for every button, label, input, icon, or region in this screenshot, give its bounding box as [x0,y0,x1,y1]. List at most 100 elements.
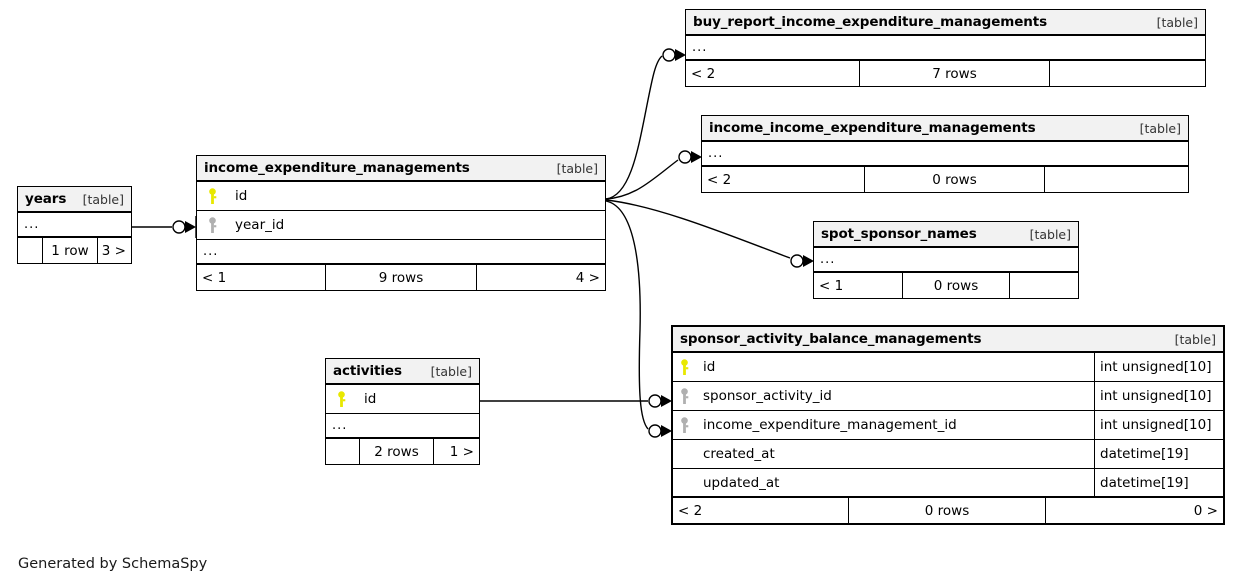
collapsed-columns-ellipsis: ... [814,248,1078,273]
column-name-cell: year_id [227,211,605,239]
edge-iem-to-buy-report [605,44,687,200]
primary-key-icon [197,182,227,210]
table-tag: [table] [1139,120,1181,136]
footer-incoming-relations[interactable]: < 2 [691,65,716,82]
foreign-key-icon [673,411,695,439]
table-title: income_expenditure_managements [204,160,470,176]
edge-iem-to-income-income [605,146,703,200]
table-footer-income-expenditure-managements: < 1 9 rows 4 > [197,265,605,290]
column-name-cell: id [356,385,479,413]
column-name: year_id [235,217,285,233]
table-row[interactable]: updated_at datetime[19] [673,469,1223,498]
table-header-spot-sponsor-names: spot_sponsor_names [table] [814,222,1078,248]
table-node-spot-sponsor-names[interactable]: spot_sponsor_names [table] ... < 1 0 row… [813,221,1079,299]
column-type: int unsigned[10] [1094,411,1223,439]
column-name: income_expenditure_management_id [703,417,957,433]
table-header-income-income-expenditure-managements: income_income_expenditure_managements [t… [702,116,1188,142]
table-title: income_income_expenditure_managements [709,120,1036,136]
table-footer-income-income: < 2 0 rows [702,167,1188,192]
collapsed-columns-ellipsis: ... [702,142,1188,167]
footer-row-count: 0 rows [848,498,1046,523]
table-footer-sponsor-activity-balance-managements: < 2 0 rows 0 > [673,498,1223,523]
footer-row-count: 0 rows [902,273,1010,298]
footer-outgoing-relations[interactable]: 1 > [449,443,474,460]
column-name-cell: updated_at [695,469,1094,496]
collapsed-columns-ellipsis: ... [686,36,1205,61]
footer-outgoing-relations[interactable] [1010,273,1078,298]
footer-incoming-relations[interactable] [18,238,42,263]
table-title: sponsor_activity_balance_managements [680,331,982,347]
edge-years-to-income-expenditure-managements [132,216,197,238]
no-key-spacer [673,440,695,468]
column-type: datetime[19] [1094,440,1223,468]
foreign-key-icon [197,211,227,239]
footer-incoming-relations[interactable]: < 1 [819,277,844,294]
column-name-cell: sponsor_activity_id [695,382,1094,410]
table-title: years [25,191,67,207]
footer-incoming-relations[interactable]: < 1 [202,269,227,286]
footer-outgoing-relations[interactable]: 0 > [1193,502,1218,519]
table-header-income-expenditure-managements: income_expenditure_managements [table] [197,156,605,182]
column-type: int unsigned[10] [1094,353,1223,381]
table-title: buy_report_income_expenditure_management… [693,14,1048,30]
foreign-key-icon [673,382,695,410]
table-node-income-expenditure-managements[interactable]: income_expenditure_managements [table] i… [196,155,606,291]
table-row[interactable]: id [326,385,479,414]
collapsed-columns-ellipsis: ... [326,414,479,439]
column-name-cell: id [227,182,605,210]
table-node-sponsor-activity-balance-managements[interactable]: sponsor_activity_balance_managements [ta… [671,325,1225,525]
column-name: sponsor_activity_id [703,388,832,404]
table-row[interactable]: id [197,182,605,211]
table-title: activities [333,363,402,379]
table-header-buy-report-income-expenditure-managements: buy_report_income_expenditure_management… [686,10,1205,36]
footer-row-count: 7 rows [859,61,1050,86]
table-footer-buy-report: < 2 7 rows [686,61,1205,86]
table-node-activities[interactable]: activities [table] id ... 2 rows 1 > [325,358,480,465]
footer-incoming-relations[interactable] [326,439,359,464]
column-name-cell: created_at [695,440,1094,468]
column-name: id [703,359,716,375]
column-name: id [364,391,377,407]
table-header-sponsor-activity-balance-managements: sponsor_activity_balance_managements [ta… [673,327,1223,353]
collapsed-columns-ellipsis: ... [18,213,131,238]
footer-outgoing-relations[interactable]: 4 > [575,269,600,286]
no-key-spacer [673,469,695,496]
table-tag: [table] [1156,14,1198,30]
table-node-buy-report-income-expenditure-managements[interactable]: buy_report_income_expenditure_management… [685,9,1206,87]
primary-key-icon [673,353,695,381]
table-tag: [table] [82,191,124,207]
table-tag: [table] [430,363,472,379]
column-name-cell: income_expenditure_management_id [695,411,1094,439]
table-tag: [table] [556,160,598,176]
footer-incoming-relations[interactable]: < 2 [678,502,703,519]
footer-outgoing-relations[interactable] [1050,61,1205,86]
footer-outgoing-relations[interactable]: 3 > [101,242,126,259]
generated-by-caption: Generated by SchemaSpy [18,556,208,572]
column-name: id [235,188,248,204]
table-tag: [table] [1029,226,1071,242]
footer-incoming-relations[interactable]: < 2 [707,171,732,188]
collapsed-columns-ellipsis: ... [197,240,605,265]
table-row[interactable]: created_at datetime[19] [673,440,1223,469]
table-row[interactable]: sponsor_activity_id int unsigned[10] [673,382,1223,411]
primary-key-icon [326,385,356,413]
column-name: created_at [703,446,775,462]
table-header-activities: activities [table] [326,359,479,385]
footer-row-count: 2 rows [359,439,434,464]
table-title: spot_sponsor_names [821,226,977,242]
footer-row-count: 0 rows [864,167,1045,192]
table-node-years[interactable]: years [table] ... 1 row 3 > [17,186,132,264]
table-node-income-income-expenditure-managements[interactable]: income_income_expenditure_managements [t… [701,115,1189,193]
footer-row-count: 9 rows [325,265,477,290]
table-tag: [table] [1174,331,1216,347]
edge-iem-to-sponsor-activity-balance [605,200,673,442]
edge-activities-to-sponsor-activity-balance [480,390,673,412]
footer-outgoing-relations[interactable] [1045,167,1188,192]
column-name-cell: id [695,353,1094,381]
column-name: updated_at [703,474,780,491]
edge-iem-to-spot-sponsor-names [605,199,815,272]
table-row[interactable]: year_id [197,211,605,240]
table-row[interactable]: income_expenditure_management_id int uns… [673,411,1223,440]
table-row[interactable]: id int unsigned[10] [673,353,1223,382]
